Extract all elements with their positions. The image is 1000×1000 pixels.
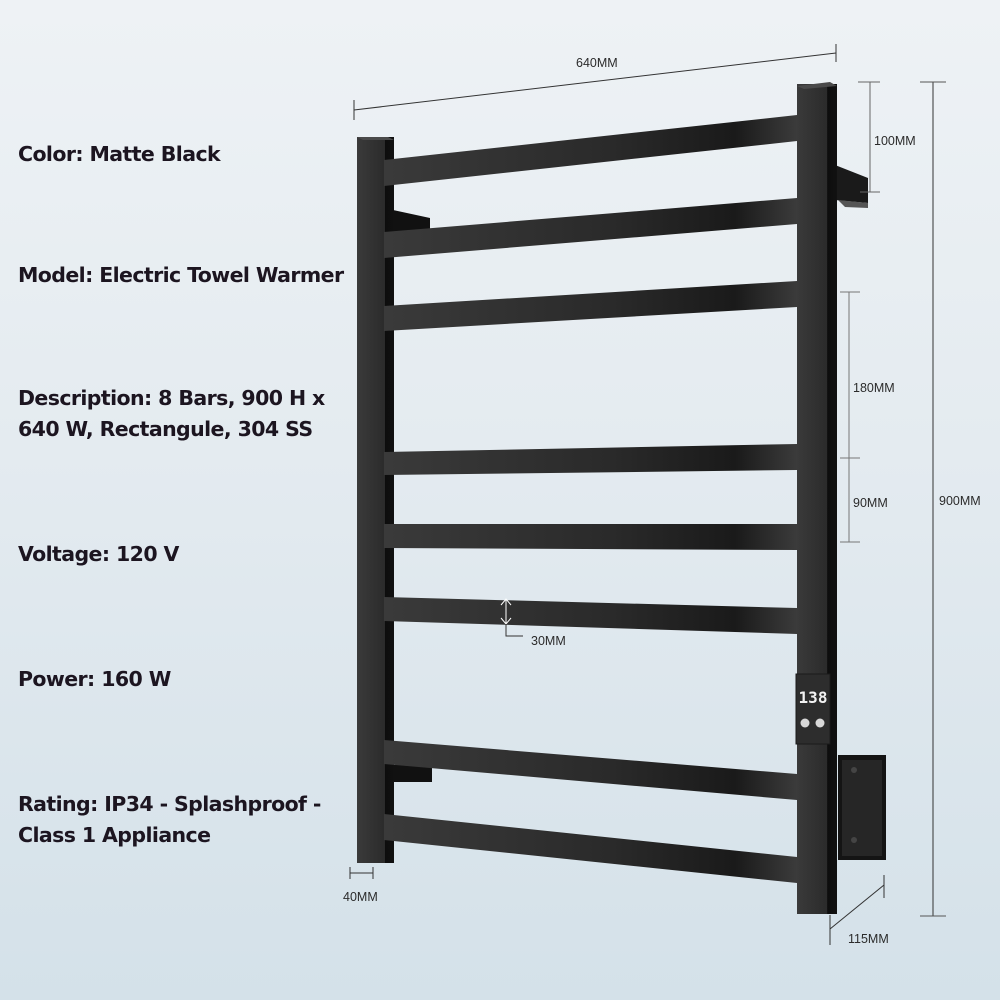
bar-3 [384,281,797,331]
width-label: 640MM [576,56,618,70]
depth-label: 115MM [848,932,889,946]
spec-power: Power: 160 W [18,667,171,691]
post-width-label: 40MM [343,890,378,904]
spec-description: Description: 8 Bars, 900 H x 640 W, Rect… [18,386,325,441]
right-post [797,82,837,914]
bar-gap-small-label: 90MM [853,496,888,510]
bar-7 [384,740,797,800]
power-button-icon[interactable] [815,718,825,728]
wall-bracket-right [835,165,886,860]
spec-color: Color: Matte Black [18,142,221,166]
bar-8 [384,814,797,883]
temperature-display: 138 [799,688,828,707]
wall-bracket-left [393,210,432,782]
spec-model: Model: Electric Towel Warmer [18,263,344,287]
top-offset-label: 100MM [874,134,916,148]
bar-6 [384,597,797,634]
bar-1 [384,115,797,186]
bar-4 [384,444,797,475]
bar-gap-large-label: 180MM [853,381,895,395]
control-panel: 138 [795,673,831,745]
spec-rating: Rating: IP34 - Splashproof - Class 1 App… [18,792,321,847]
timer-button-icon[interactable] [800,718,810,728]
spec-voltage: Voltage: 120 V [18,542,179,566]
bar-height-label: 30MM [531,634,566,648]
heating-bars [384,115,797,883]
dimension-labels: 640MM 100MM 180MM 90MM 900MM 30MM 40MM 1… [343,56,981,946]
bar-2 [384,198,797,258]
bar-5 [384,524,797,550]
dimension-lines [349,44,946,945]
height-label: 900MM [939,494,981,508]
